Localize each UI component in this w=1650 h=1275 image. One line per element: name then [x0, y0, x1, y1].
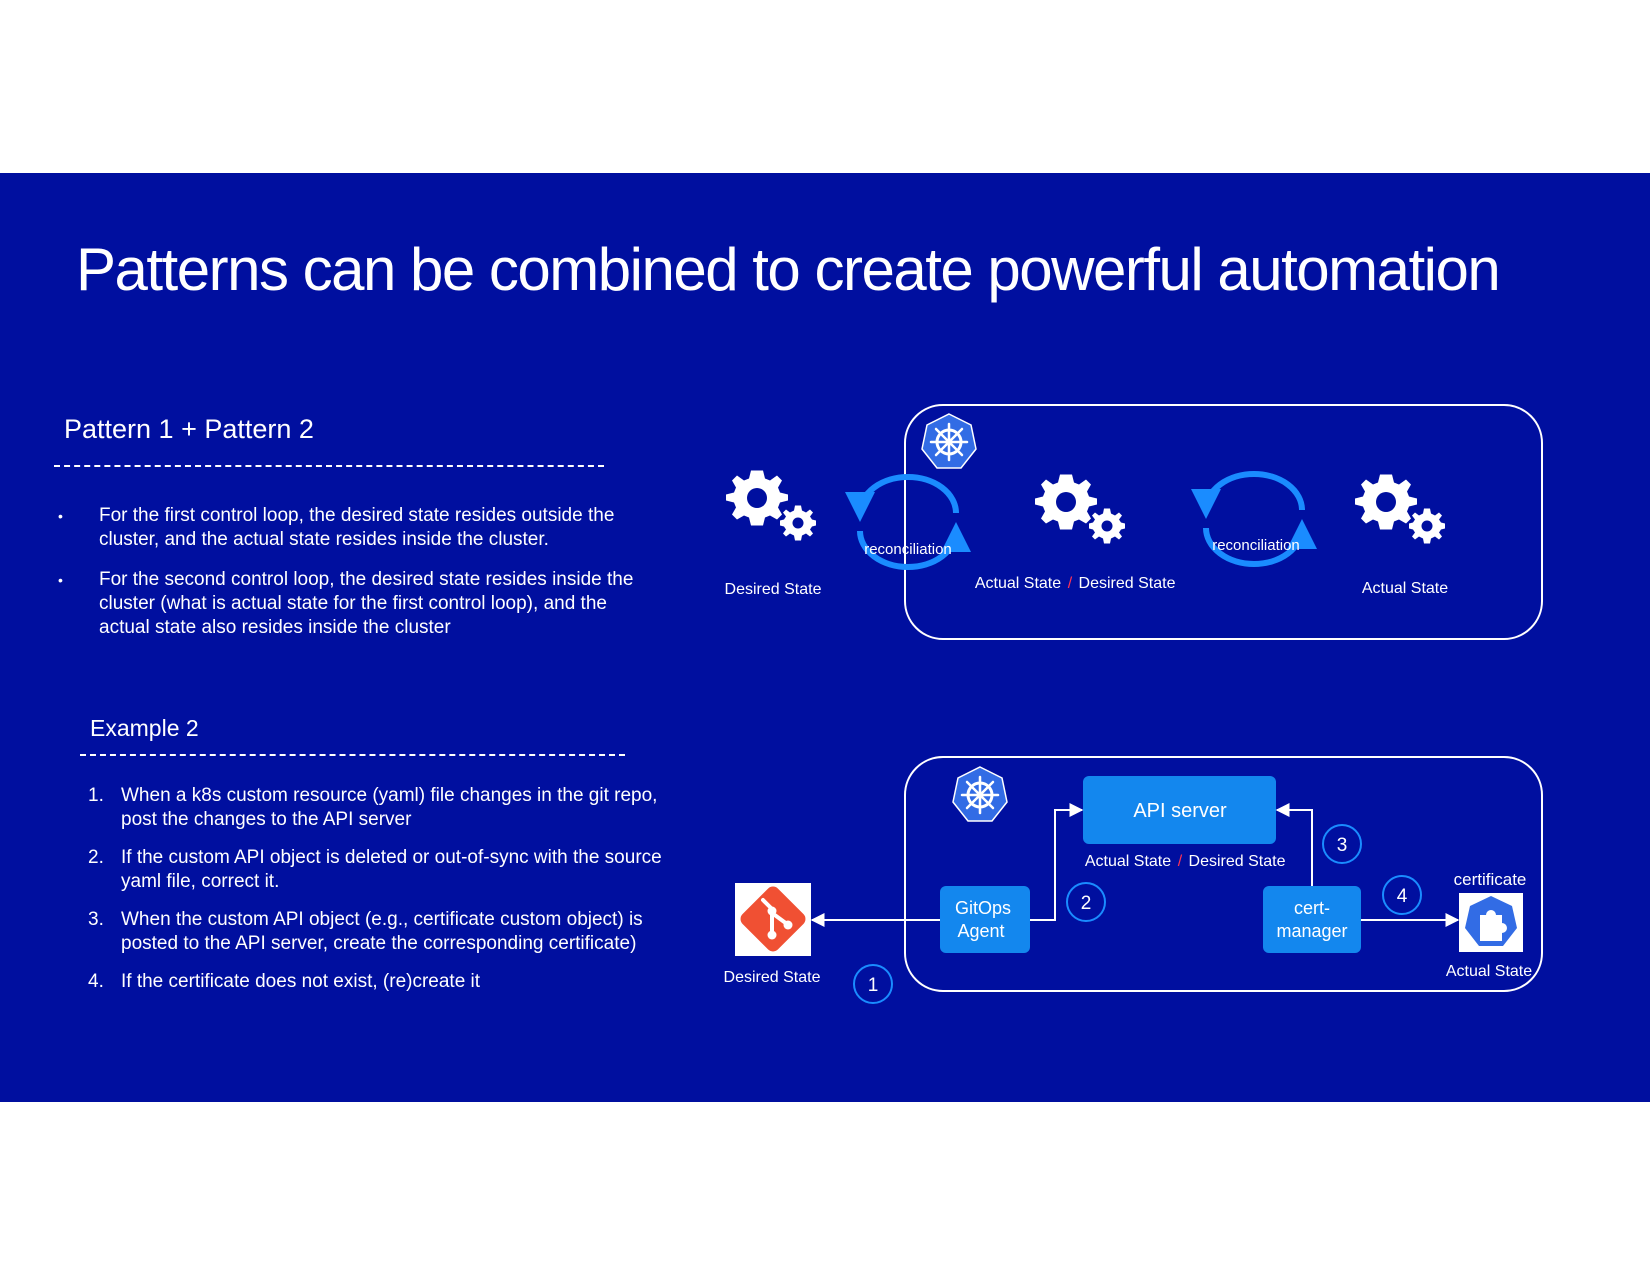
cert-manager-label-line2: manager — [1276, 921, 1347, 941]
gitops-agent-label-line2: Agent — [957, 921, 1004, 941]
step-marker: 3 — [1322, 824, 1362, 864]
step-marker: 4 — [1382, 875, 1422, 915]
reconciliation-cycle-icon — [1191, 471, 1317, 567]
step-marker: 2 — [1066, 882, 1106, 922]
connector-certmanager-to-api — [1275, 803, 1313, 886]
pattern-divider — [54, 465, 604, 467]
cert-manager-box — [1263, 886, 1361, 953]
bullet-item: •For the second control loop, the desire… — [58, 569, 634, 638]
certificate-title: certificate — [1454, 870, 1527, 889]
cluster-boundary-bottom — [904, 756, 1543, 992]
reconciliation-label: reconciliation — [864, 541, 952, 558]
bullet-item: •For the first control loop, the desired… — [58, 505, 615, 550]
git-desired-state-label: Desired State — [724, 969, 821, 986]
diagram-canvas: Desired State reconciliation Actual Stat… — [724, 404, 1543, 1004]
example-heading: Example 2 — [90, 715, 199, 741]
actual-state-label: Actual State — [975, 575, 1061, 592]
slide-title: Patterns can be combined to create power… — [76, 236, 1501, 303]
svg-text:1: 1 — [868, 975, 879, 996]
desired-state-label: Desired State — [1079, 575, 1176, 592]
state-separator: / — [1068, 575, 1073, 592]
cluster-boundary-top — [904, 404, 1543, 640]
bullet-dot: • — [58, 508, 63, 524]
actual-state-label: Actual State — [1362, 580, 1448, 597]
bullet-dot: • — [58, 572, 63, 588]
certificate-puzzle-icon — [1459, 893, 1523, 952]
gear-icon — [1355, 474, 1445, 544]
kubernetes-helm-icon — [951, 765, 1009, 823]
api-desired-state-label: Desired State — [1189, 853, 1286, 870]
api-server-label: API server — [1133, 800, 1227, 822]
pattern-heading: Pattern 1 + Pattern 2 — [64, 414, 314, 444]
example-divider — [80, 754, 625, 756]
desired-state-label: Desired State — [725, 581, 822, 598]
pattern-bullets: •For the first control loop, the desired… — [58, 504, 658, 656]
git-icon — [735, 883, 811, 956]
api-actual-state-label: Actual State — [1085, 853, 1171, 870]
slide: Patterns can be combined to create power… — [0, 173, 1650, 1102]
step-item: 3.When the custom API object (e.g., cert… — [88, 909, 643, 954]
step-item: 2.If the custom API object is deleted or… — [88, 847, 662, 892]
svg-text:4: 4 — [1397, 886, 1408, 907]
gitops-agent-box — [940, 886, 1030, 953]
gear-icon — [726, 470, 816, 541]
connector-agent-to-api — [1030, 803, 1084, 921]
example-steps: 1.When a k8s custom resource (yaml) file… — [88, 784, 688, 1008]
api-server-box — [1083, 776, 1276, 844]
gitops-agent-label-line1: GitOps — [955, 898, 1011, 918]
svg-text:2: 2 — [1081, 893, 1092, 914]
step-item: 1.When a k8s custom resource (yaml) file… — [88, 785, 658, 830]
svg-text:3: 3 — [1337, 835, 1348, 856]
reconciliation-label: reconciliation — [1212, 537, 1300, 554]
certificate-actual-state-label: Actual State — [1446, 963, 1532, 980]
reconciliation-cycle-icon — [845, 474, 971, 570]
kubernetes-helm-icon — [920, 412, 978, 470]
step-item: 4.If the certificate does not exist, (re… — [88, 971, 481, 992]
step-marker: 1 — [853, 964, 893, 1004]
cert-manager-label-line1: cert- — [1294, 898, 1330, 918]
gear-icon — [1035, 474, 1125, 544]
state-separator: / — [1178, 853, 1183, 870]
